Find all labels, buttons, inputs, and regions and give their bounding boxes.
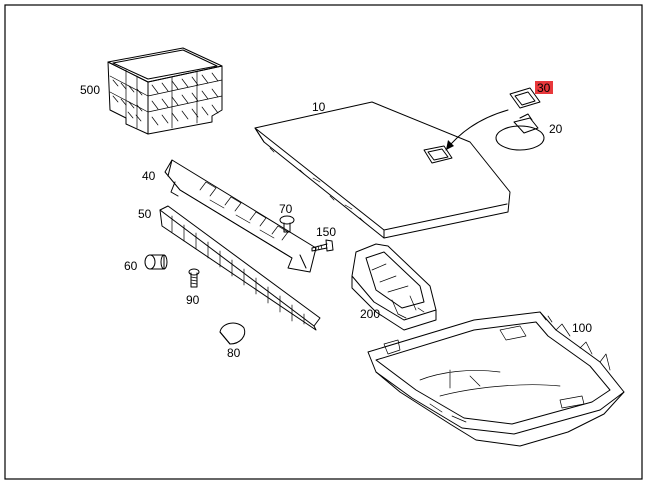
label-90: 90: [186, 293, 200, 307]
label-70: 70: [279, 202, 293, 216]
part-60-bolt[interactable]: 60: [124, 254, 168, 273]
part-200-side-tray[interactable]: 200: [351, 243, 437, 331]
label-10: 10: [312, 100, 326, 114]
part-10-floor-panel[interactable]: 10: [254, 100, 511, 239]
part-30-handle-cover[interactable]: 30: [509, 81, 553, 109]
part-100-floor-tub[interactable]: 100: [367, 311, 625, 447]
part-80-cap[interactable]: 80: [219, 322, 246, 360]
assembly-arrow-head: [446, 140, 454, 150]
part-50-trim-strip[interactable]: 50: [138, 205, 321, 331]
label-150: 150: [316, 225, 336, 239]
label-30: 30: [537, 81, 551, 95]
part-40-cross-member[interactable]: 40: [142, 159, 317, 273]
label-100: 100: [572, 321, 592, 335]
diagram-frame: [4, 4, 643, 480]
part-90-bolt[interactable]: 90: [186, 268, 200, 307]
part-20-pull-handle[interactable]: 20: [495, 113, 563, 151]
label-500: 500: [80, 83, 100, 97]
label-50: 50: [138, 207, 152, 221]
part-70-clip[interactable]: 70: [279, 202, 295, 233]
label-40: 40: [142, 169, 156, 183]
highlight-30: [535, 81, 553, 94]
part-150-screw[interactable]: 150: [311, 225, 336, 252]
label-200: 200: [360, 307, 380, 321]
label-60: 60: [124, 259, 138, 273]
label-80: 80: [227, 346, 241, 360]
label-20: 20: [549, 122, 563, 136]
part-500-crate[interactable]: 500: [80, 47, 223, 135]
